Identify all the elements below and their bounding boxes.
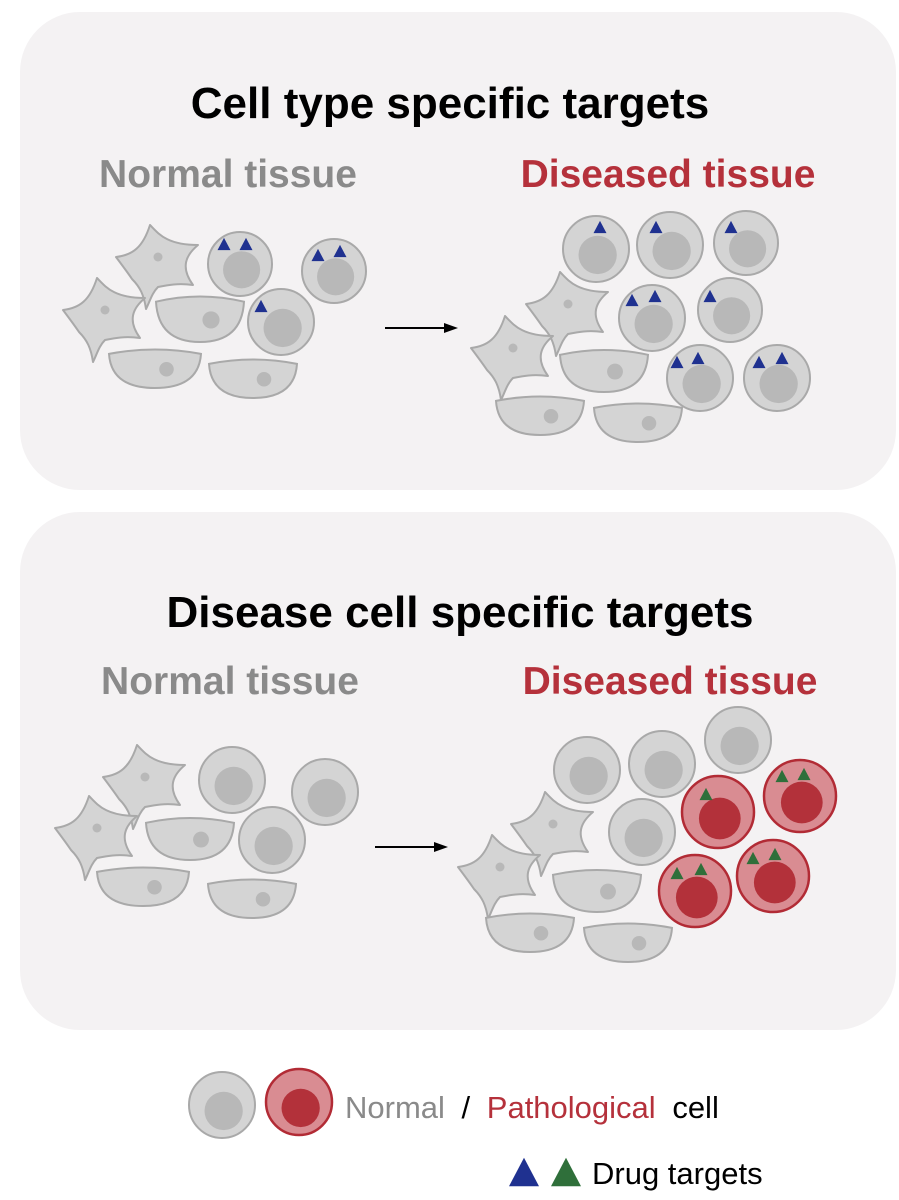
round-cell [291,758,359,826]
normal-tissue-label: Normal tissue [101,660,359,703]
oval-cell [494,395,586,437]
diseased-tissue-label: Diseased tissue [521,153,816,196]
panel-disease-cell-specific: Disease cell specific targets Normal tis… [20,512,896,1030]
drug-target-icon [775,351,789,365]
round-cell [608,798,676,866]
star-shaped-cell [62,277,146,363]
oval-cell [207,358,299,400]
star-shaped-cell [470,315,554,401]
drug-target-icon [625,293,639,307]
round-cell [628,730,696,798]
oval-cell [484,912,576,954]
drug-target-icon [752,355,766,369]
diseased-tissue-cells [457,706,838,964]
round-cell [713,210,779,276]
round-cell [198,746,266,814]
round-cell [207,231,273,297]
oval-cell [154,295,246,344]
drug-target-icon [551,1157,581,1187]
round-cell [188,1071,256,1139]
drug-target-icon [694,862,708,876]
round-cell [743,344,811,412]
legend-cell-icons [188,1067,334,1139]
pathological-cell [657,853,733,929]
pathological-cell [762,758,838,834]
star-shaped-cell [457,834,541,920]
drug-target-icon [648,289,662,303]
drug-target-icon [333,244,347,258]
round-cell [238,806,306,874]
round-cell [666,344,734,412]
oval-cell [107,348,203,390]
drug-target-icon [724,220,738,234]
drug-target-icon [768,847,782,861]
round-cell [697,277,763,343]
panel-title: Disease cell specific targets [167,588,754,637]
drug-target-icon [239,237,253,251]
drug-target-icon [746,851,760,865]
star-shaped-cell [510,791,594,877]
oval-cell [206,878,298,920]
drug-target-icon [797,767,811,781]
drug-target-icon [670,866,684,880]
legend: Normal / Pathological cell Drug targets [188,1067,763,1191]
drug-target-icon [703,289,717,303]
drug-target-icon [254,299,268,313]
pathological-cell [735,838,811,914]
legend-separator: / [462,1090,471,1125]
normal-tissue-cells [62,224,367,400]
diseased-tissue-label: Diseased tissue [523,660,818,703]
legend-cell: cell [672,1090,719,1125]
drug-target-icon [593,220,607,234]
star-shaped-cell [102,744,186,830]
round-cell [618,284,686,352]
round-cell [247,288,315,356]
normal-tissue-label: Normal tissue [99,153,357,196]
diseased-tissue-cells [470,210,811,444]
oval-cell [582,922,674,964]
pathological-cell [264,1067,334,1137]
drug-target-icon [649,220,663,234]
arrow-icon [375,842,448,852]
oval-cell [144,817,236,862]
oval-cell [558,349,650,394]
star-shaped-cell [525,271,609,357]
arrow-icon [385,323,458,333]
star-shaped-cell [115,224,199,310]
round-cell [562,215,630,283]
round-cell [301,238,367,304]
panel-cell-type-specific: Cell type specific targets Normal tissue… [20,12,896,490]
drug-target-icon [311,248,325,262]
drug-target-icons [509,1157,581,1187]
drug-target-icon [775,769,789,783]
drug-target-icon [670,355,684,369]
normal-tissue-cells [54,744,359,920]
round-cell [553,736,621,804]
legend-normal: Normal [345,1090,445,1125]
drug-target-icon [699,787,713,801]
drug-target-icon [691,351,705,365]
oval-cell [95,866,191,908]
drug-target-icon [217,237,231,251]
round-cell [704,706,772,774]
legend-line-1: Normal / Pathological cell [345,1090,719,1125]
drug-target-icon [509,1157,539,1187]
oval-cell [592,402,684,444]
star-shaped-cell [54,795,138,881]
oval-cell [551,869,643,914]
legend-drug-targets: Drug targets [592,1156,763,1191]
round-cell [636,211,704,279]
pathological-cell [680,774,756,850]
panel-title: Cell type specific targets [191,79,709,128]
legend-pathological: Pathological [487,1090,656,1125]
